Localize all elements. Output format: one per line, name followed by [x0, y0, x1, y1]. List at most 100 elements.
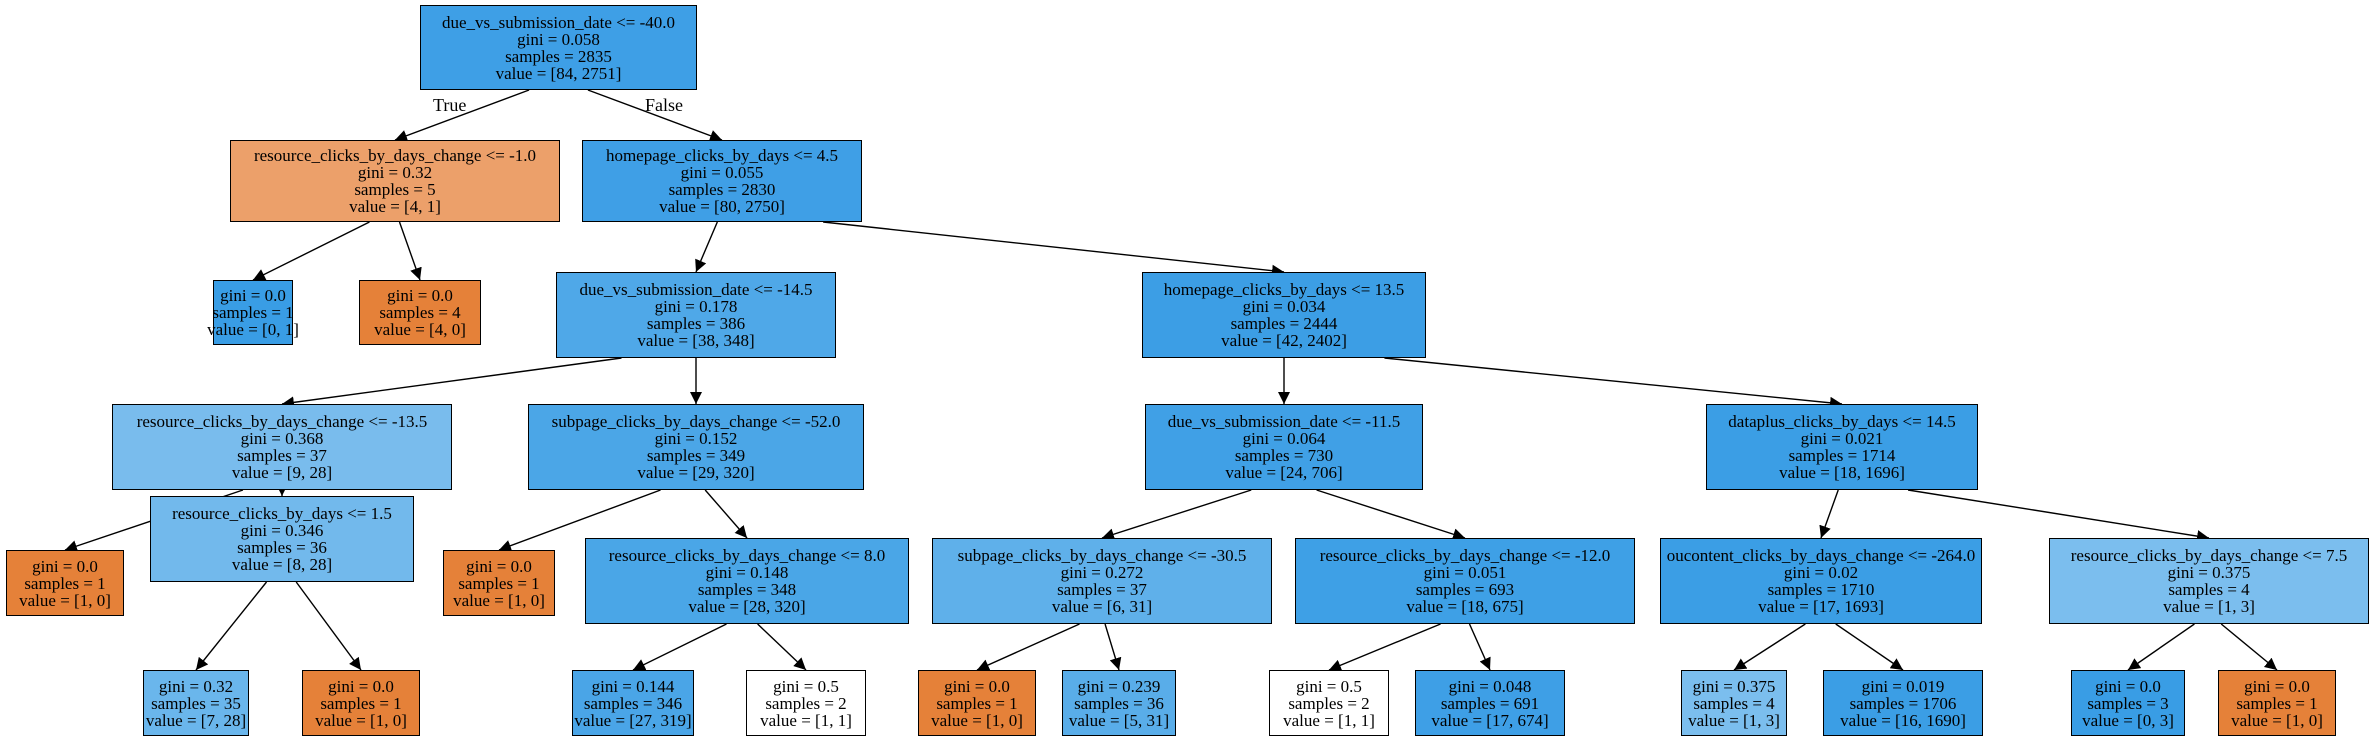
node-line: gini = 0.0: [944, 676, 1010, 696]
node-line: gini = 0.0: [32, 556, 98, 576]
node-line: value = [1, 1]: [760, 710, 852, 730]
node-line: value = [1, 0]: [315, 710, 407, 730]
node-line: value = [18, 675]: [1406, 597, 1524, 616]
node-line: samples = 1710: [1767, 580, 1875, 599]
node-line: value = [17, 674]: [1431, 710, 1549, 730]
node-line: gini = 0.5: [773, 676, 839, 696]
node-line: value = [38, 348]: [637, 331, 755, 350]
node-line: gini = 0.346: [240, 521, 324, 540]
node-line: gini = 0.0: [387, 286, 453, 305]
tree-edge: [1468, 623, 1491, 671]
node-line: gini = 0.021: [1800, 429, 1884, 448]
node-line: gini = 0.144: [591, 676, 675, 696]
tree-edge: [281, 357, 622, 409]
node-line: gini = 0.064: [1242, 429, 1326, 448]
node-line: value = [17, 1693]: [1758, 597, 1884, 616]
node-line: gini = 0.152: [654, 429, 738, 448]
node-line: oucontent_clicks_by_days_change <= -264.…: [1666, 546, 1976, 565]
node-line: gini = 0.055: [680, 163, 764, 182]
tree-edge: [195, 581, 268, 671]
node-line: samples = 4: [379, 303, 461, 322]
node-line: gini = 0.034: [1242, 297, 1326, 316]
node-line: value = [18, 1696]: [1779, 463, 1905, 482]
node-line: gini = 0.272: [1060, 563, 1144, 582]
node-line: value = [1, 3]: [1688, 710, 1780, 730]
node-line: value = [1, 0]: [453, 590, 545, 610]
node-line: value = [0, 3]: [2082, 710, 2174, 730]
node-line: gini = 0.0: [2095, 676, 2161, 696]
tree-edge: [823, 221, 1285, 277]
node-line: resource_clicks_by_days_change <= 8.0: [608, 546, 886, 565]
tree-edge: [1101, 489, 1252, 541]
node-line: resource_clicks_by_days_change <= 7.5: [2070, 546, 2348, 565]
node-line: samples = 1706: [1849, 693, 1957, 713]
node-line: gini = 0.0: [466, 556, 532, 576]
node-line: value = [42, 2402]: [1221, 331, 1347, 350]
node-line: homepage_clicks_by_days <= 4.5: [605, 146, 839, 165]
tree-edge: [1104, 623, 1122, 671]
tree-edge: [295, 581, 362, 671]
tree-edge: [2220, 623, 2278, 671]
node-line: gini = 0.0: [220, 286, 286, 305]
tree-edge: [1907, 489, 2210, 543]
node-line: value = [7, 28]: [145, 710, 247, 730]
node-line: samples = 1: [936, 693, 1018, 713]
node-line: resource_clicks_by_days_change <= -1.0: [253, 146, 537, 165]
node-line: gini = 0.0: [328, 676, 394, 696]
node-line: value = [6, 31]: [1051, 597, 1153, 616]
tree-edge: [632, 623, 727, 671]
node-line: value = [80, 2750]: [659, 197, 785, 216]
node-line: samples = 36: [237, 538, 327, 557]
node-line: samples = 3: [2087, 693, 2169, 713]
node-line: samples = 36: [1074, 693, 1164, 713]
node-line: value = [4, 0]: [374, 320, 466, 339]
node-line: gini = 0.02: [1783, 563, 1859, 582]
tree-edge: [498, 489, 661, 552]
node-line: gini = 0.239: [1077, 676, 1161, 696]
node-line: gini = 0.368: [240, 429, 324, 448]
node-line: gini = 0.051: [1423, 563, 1507, 582]
tree-edge: [1384, 357, 1843, 409]
node-line: samples = 1: [24, 573, 106, 593]
node-line: samples = 2: [765, 693, 847, 713]
tree-edge: [1328, 623, 1441, 671]
node-line: samples = 4: [2168, 580, 2250, 599]
node-line: gini = 0.375: [1692, 676, 1776, 696]
node-line: gini = 0.32: [158, 676, 234, 696]
node-line: samples = 1: [458, 573, 540, 593]
node-line: samples = 386: [646, 314, 746, 333]
tree-edge: [1819, 489, 1839, 539]
node-line: value = [1, 3]: [2163, 597, 2255, 616]
tree-edge: [2127, 623, 2195, 671]
node-line: samples = 37: [1057, 580, 1147, 599]
edge-label-false: False: [645, 95, 683, 115]
node-line: samples = 693: [1415, 580, 1515, 599]
node-line: gini = 0.5: [1296, 676, 1362, 696]
node-line: resource_clicks_by_days <= 1.5: [172, 504, 392, 523]
node-line: gini = 0.375: [2167, 563, 2251, 582]
node-line: samples = 1: [2236, 693, 2318, 713]
node-line: samples = 691: [1440, 693, 1540, 713]
node-line: value = [29, 320]: [637, 463, 755, 482]
node-line: due_vs_submission_date <= -11.5: [1167, 412, 1401, 431]
node-line: samples = 5: [354, 180, 436, 199]
